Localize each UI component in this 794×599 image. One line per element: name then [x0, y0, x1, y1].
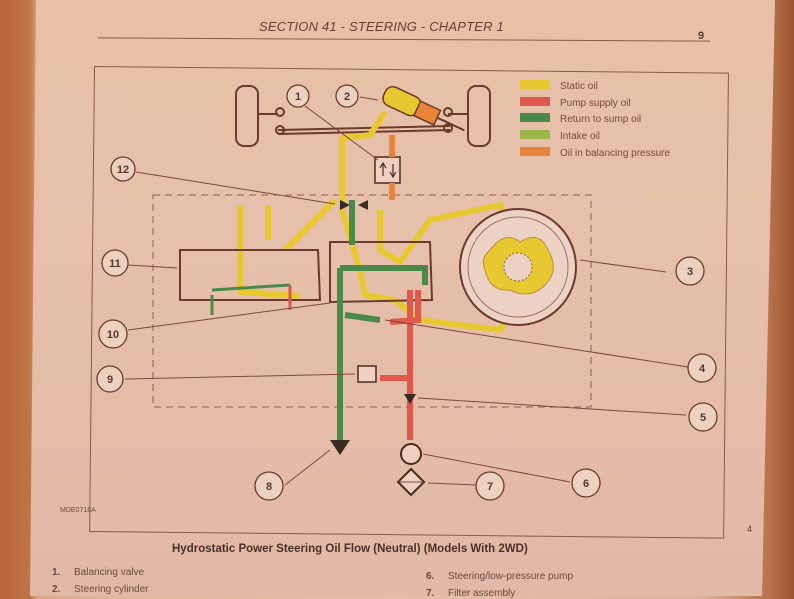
right-wheel [467, 85, 491, 147]
callout-1 [286, 84, 310, 108]
legend-swatch-balancing [520, 147, 550, 156]
component-item: 1.Balancing valve [52, 567, 145, 578]
callout-label-5: 5 [700, 412, 706, 424]
callout-label-6: 6 [583, 478, 589, 490]
legend: Static oil Pump supply oil Return to sum… [520, 80, 670, 159]
balancing-valve [374, 156, 401, 184]
figure-caption: Hydrostatic Power Steering Oil Flow (Neu… [172, 543, 528, 555]
callout-8 [254, 471, 284, 501]
component-item: 6.Steering/low-pressure pump [426, 571, 574, 582]
callout-label-8: 8 [266, 481, 272, 493]
callout-label-12: 12 [117, 164, 129, 176]
callout-2 [335, 84, 359, 108]
page-number: 9 [698, 30, 705, 42]
figure-number: 4 [747, 524, 753, 534]
legend-swatch-return [520, 113, 550, 122]
flow-arrow-icon [404, 394, 416, 404]
legend-swatch-pump [520, 97, 550, 106]
callout-10 [98, 319, 128, 349]
legend-label-static: Static oil [560, 81, 598, 92]
callout-4 [687, 353, 717, 383]
sump-arrow-icon [330, 440, 350, 455]
callout-label-11: 11 [109, 258, 121, 270]
callouts [96, 84, 718, 501]
component-item: 7.Filter assembly [426, 588, 516, 599]
legend-swatch-static [520, 80, 550, 89]
callout-label-3: 3 [687, 266, 693, 278]
callout-7 [475, 471, 505, 501]
callout-label-1: 1 [295, 91, 301, 103]
control-valve [179, 241, 434, 304]
front-axle [235, 85, 491, 147]
steering-cylinder [382, 85, 465, 132]
callout-label-2: 2 [344, 91, 350, 103]
left-wheel [235, 85, 259, 147]
leader-lines [124, 96, 689, 486]
callout-label-4: 4 [699, 363, 706, 375]
callout-3 [675, 256, 705, 286]
component-item: 2.Steering cylinder [52, 584, 149, 595]
callout-12 [110, 156, 136, 182]
steering-motor [459, 208, 577, 326]
return-oil-lines [210, 200, 428, 440]
callout-label-10: 10 [107, 329, 119, 341]
steering-unit-boundary [152, 194, 592, 408]
relief-valve [357, 365, 377, 383]
legend-label-intake: Intake oil [560, 131, 600, 142]
pump-supply-lines [288, 285, 421, 440]
legend-label-pump: Pump supply oil [560, 98, 631, 109]
callout-11 [101, 249, 129, 277]
valve-arrows-icon [379, 161, 397, 179]
callout-6 [571, 468, 601, 498]
figure-id: MDE0718A [60, 507, 96, 514]
callout-label-7: 7 [487, 481, 493, 493]
legend-label-balancing: Oil in balancing pressure [560, 148, 670, 159]
legend-label-return: Return to sump oil [560, 114, 641, 125]
legend-swatch-intake [520, 130, 550, 139]
callout-label-9: 9 [107, 374, 113, 386]
pump-symbol [400, 443, 422, 465]
callout-5 [688, 402, 718, 432]
spool-housing [179, 249, 322, 301]
section-header: SECTION 41 - STEERING - CHAPTER 1 [259, 19, 504, 34]
callout-9 [96, 365, 124, 393]
